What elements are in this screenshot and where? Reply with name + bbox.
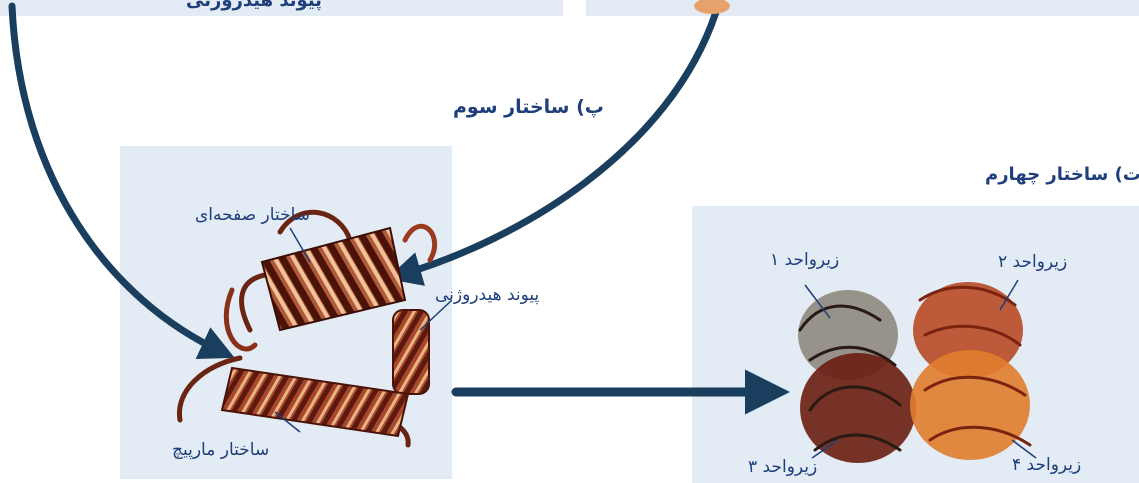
top-left-caption: پیوند هیدروژنی <box>186 0 322 11</box>
hydrogen-bond-label: پیوند هیدروژنی <box>435 285 539 305</box>
top-right-structure-fragment <box>694 0 730 14</box>
tertiary-protein-illustration <box>179 212 452 445</box>
subunit-2-label: زیرواحد ۲ <box>998 252 1067 272</box>
subunit-4-label: زیرواحد ۴ <box>1012 455 1081 475</box>
subunit-1-label: زیرواحد ۱ <box>770 250 839 270</box>
quaternary-protein-illustration <box>798 280 1036 463</box>
arrow-left-to-tertiary <box>12 6 222 352</box>
quaternary-heading: ت) ساختار چهارم <box>985 164 1139 185</box>
helix-structure-label: ساختار مارپیچ <box>172 440 269 460</box>
tertiary-heading: پ) ساختار سوم <box>453 96 604 118</box>
arrow-right-to-tertiary <box>400 12 716 275</box>
sheet-structure-label: ساختار صفحه‌ای <box>195 205 310 225</box>
subunit-3-label: زیرواحد ۳ <box>748 457 817 477</box>
